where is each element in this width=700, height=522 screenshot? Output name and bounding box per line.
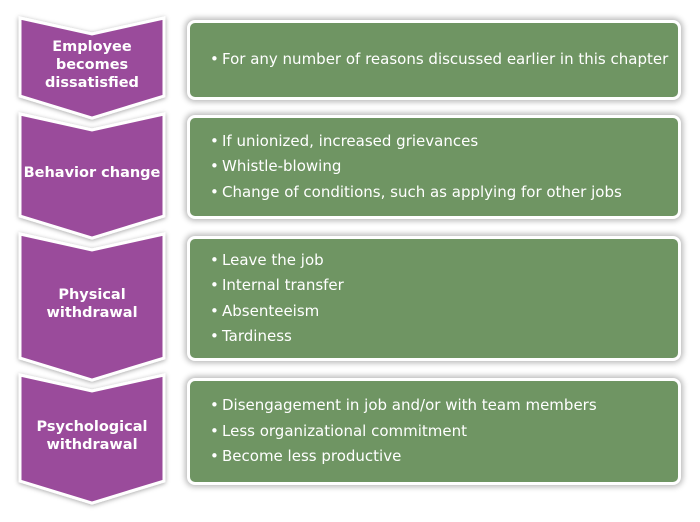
bullet-icon: • — [210, 301, 219, 320]
bullet-text: Tardiness — [222, 327, 292, 345]
step-details-box: •Disengagement in job and/or with team m… — [187, 378, 681, 485]
chevron-shape — [18, 16, 166, 120]
bullet-icon: • — [210, 447, 219, 466]
step-details-box: •Leave the job•Internal transfer•Absente… — [187, 236, 681, 361]
bullet-icon: • — [210, 182, 219, 201]
bullet-text: If unionized, increased grievances — [222, 131, 479, 150]
bullet-item: •Tardiness — [210, 324, 678, 350]
bullet-item: •If unionized, increased grievances — [210, 129, 678, 155]
step-label: Employee becomes dissatisfied — [45, 39, 139, 91]
bullet-icon: • — [210, 157, 219, 176]
bullet-text: Less organizational commitment — [222, 421, 468, 440]
bullet-icon: • — [210, 131, 219, 150]
step-chevron: Employee becomes dissatisfied — [14, 16, 170, 120]
bullet-icon: • — [210, 50, 219, 69]
bullet-text: Internal transfer — [222, 276, 344, 294]
chevron-shape — [18, 232, 166, 382]
bullet-item: •Less organizational commitment — [210, 419, 678, 445]
bullet-item: •Become less productive — [210, 444, 678, 470]
bullet-item: •For any number of reasons discussed ear… — [210, 47, 678, 73]
step-details-box: •If unionized, increased grievances•Whis… — [187, 115, 681, 219]
bullet-item: •Internal transfer — [210, 273, 678, 299]
bullet-item: •Leave the job — [210, 248, 678, 274]
chevron-shape — [18, 112, 166, 240]
bullet-icon: • — [210, 421, 219, 440]
bullet-item: •Whistle-blowing — [210, 154, 678, 180]
bullet-text: Become less productive — [222, 447, 402, 466]
step-label: Behavior change — [23, 165, 161, 181]
bullet-item: •Disengagement in job and/or with team m… — [210, 393, 678, 419]
bullet-text: Change of conditions, such as applying f… — [222, 182, 622, 201]
step-chevron: Psychological withdrawal — [14, 373, 170, 505]
bullet-text: Absenteeism — [222, 301, 320, 320]
step-chevron: Physical withdrawal — [14, 232, 170, 382]
bullet-text: Leave the job — [222, 250, 324, 269]
chevron-shape — [18, 373, 166, 505]
bullet-item: •Absenteeism — [210, 299, 678, 325]
step-label: Psychological withdrawal — [36, 419, 148, 453]
bullet-text: Whistle-blowing — [222, 157, 342, 176]
step-label: Physical withdrawal — [46, 287, 138, 321]
bullet-item: •Change of conditions, such as applying … — [210, 180, 678, 206]
step-chevron: Behavior change — [14, 112, 170, 240]
bullet-icon: • — [210, 396, 219, 415]
bullet-text: For any number of reasons discussed earl… — [222, 50, 669, 69]
bullet-icon: • — [210, 327, 219, 345]
step-details-box: •For any number of reasons discussed ear… — [187, 20, 681, 100]
bullet-icon: • — [210, 250, 219, 269]
bullet-icon: • — [210, 276, 219, 294]
bullet-text: Disengagement in job and/or with team me… — [222, 396, 597, 415]
